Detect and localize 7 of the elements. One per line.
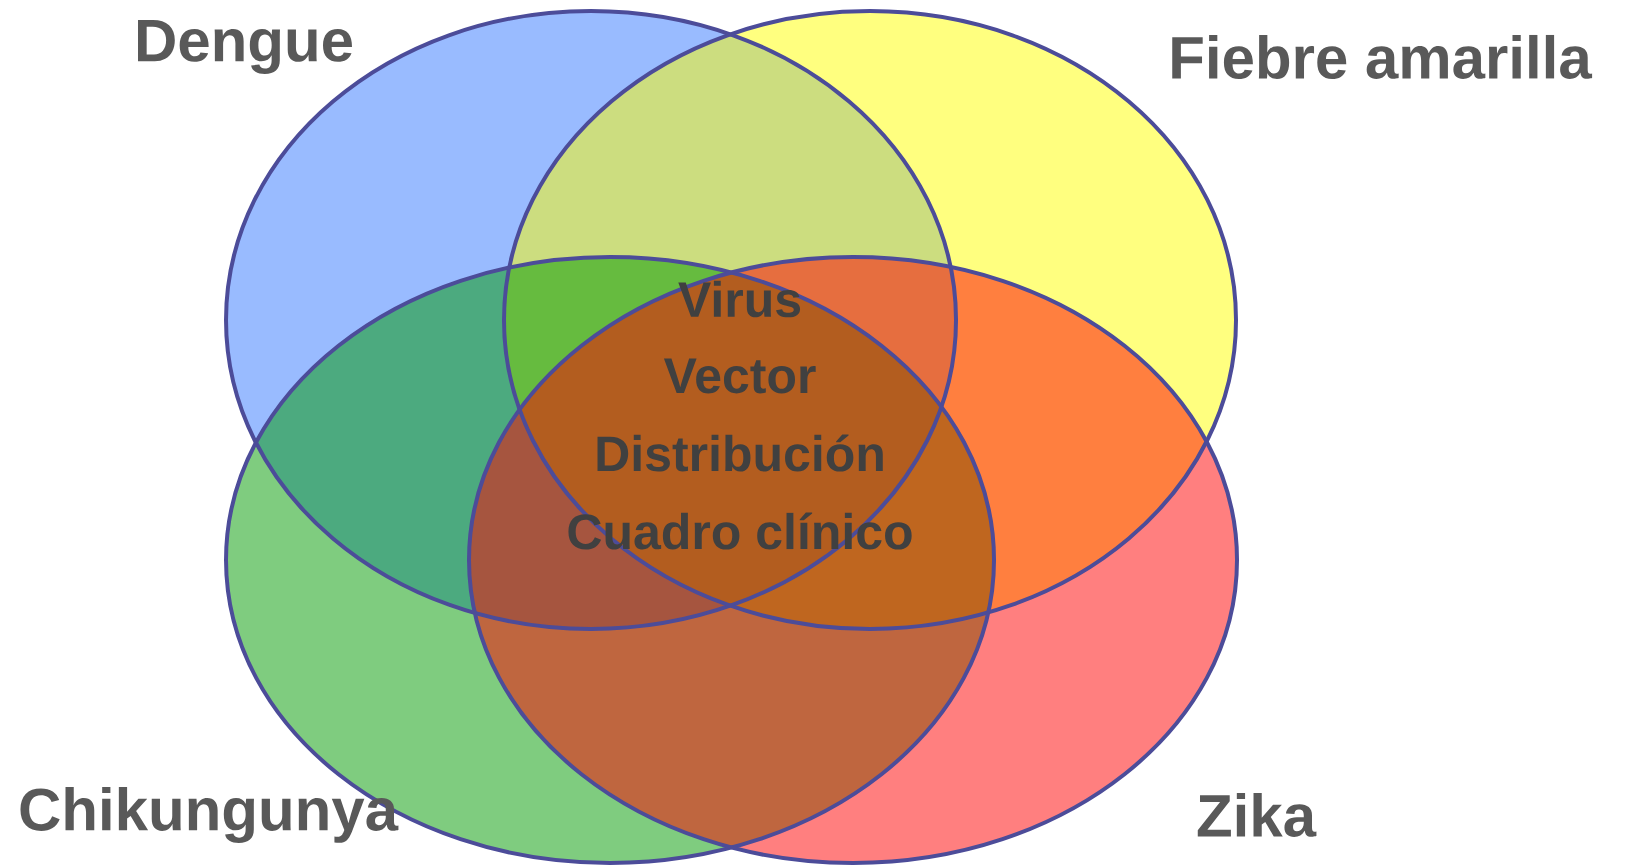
set-title: Chikungunya <box>20 786 399 844</box>
set-title: Fiebre amarilla <box>1172 34 1593 79</box>
set-title: Dengue <box>138 20 352 74</box>
set-title: Zika <box>1197 792 1317 837</box>
shared-feature: Distribución <box>597 434 883 472</box>
shared-feature: Virus <box>678 280 801 318</box>
shared-feature: Vector <box>663 358 816 394</box>
